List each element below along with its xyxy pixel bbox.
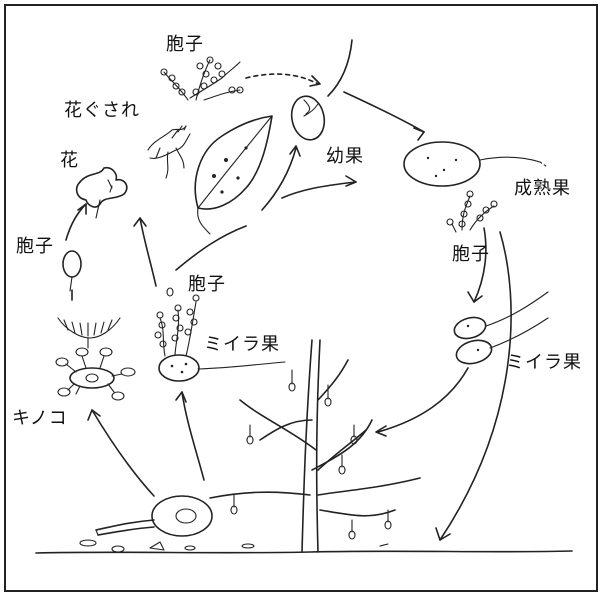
right-mummy-fruits (453, 291, 549, 365)
top-spore-cluster (160, 56, 244, 101)
middle-mummy-fruit (154, 287, 286, 382)
label-mature-fruit: 成熟果 (514, 178, 571, 199)
label-mummy-right: ミイラ果 (506, 352, 582, 373)
hanging-mummy-fruits (230, 369, 392, 540)
label-spore-middle: 胞子 (188, 274, 226, 295)
label-mushroom: キノコ (12, 408, 68, 429)
label-flower: 花 (60, 150, 79, 171)
label-flower-cluster: 花ぐされ (64, 100, 140, 121)
flower (75, 166, 128, 219)
cycle-arrows (65, 73, 512, 541)
label-spore-top: 胞子 (166, 34, 204, 55)
tree (209, 339, 421, 553)
ground-mummy-fruit (95, 495, 213, 537)
mature-fruit (403, 141, 547, 187)
leaf (194, 115, 273, 235)
mushroom (55, 317, 136, 401)
left-spore (62, 250, 82, 292)
young-fruit (290, 39, 353, 141)
label-spore-left: 胞子 (16, 236, 54, 257)
flower-cluster (147, 125, 191, 179)
label-young-fruit: 幼果 (326, 146, 364, 167)
right-spore-cluster (446, 190, 498, 233)
ground-debris (79, 539, 389, 553)
label-spore-right: 胞子 (452, 244, 490, 265)
label-mummy-middle: ミイラ果 (204, 334, 280, 355)
